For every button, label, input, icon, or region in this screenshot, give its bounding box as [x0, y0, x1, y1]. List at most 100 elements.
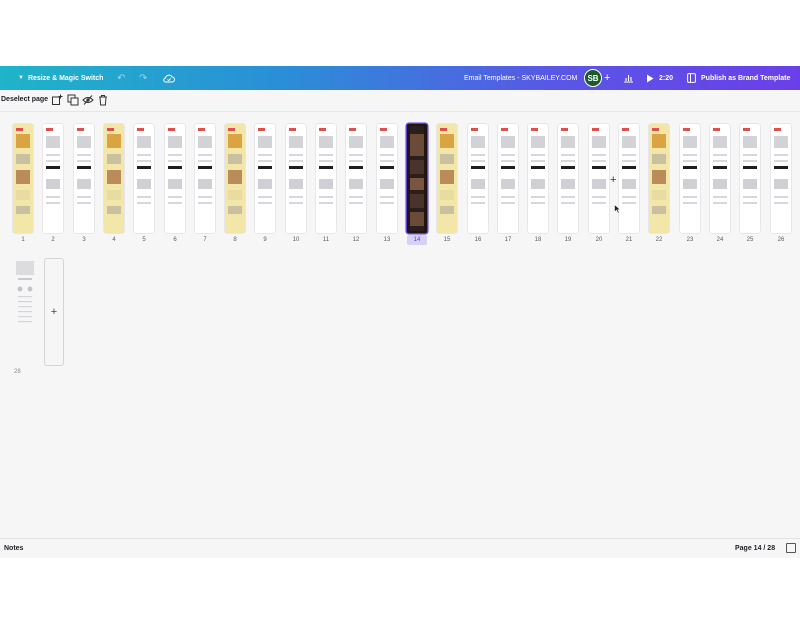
resize-magic-switch-button[interactable]: ▼ Resize & Magic Switch	[18, 66, 103, 90]
page-indicator[interactable]: Page 14 / 28	[735, 545, 776, 552]
thumbnail-content-block	[258, 179, 272, 189]
page-number: 21	[625, 237, 633, 243]
page-thumbnail-18[interactable]	[528, 124, 548, 233]
page-thumbnail-13[interactable]	[377, 124, 397, 233]
thumbnail-content-block	[561, 166, 575, 169]
trash-icon[interactable]	[97, 94, 109, 106]
page-thumbnail-19[interactable]	[558, 124, 578, 233]
present-time: 2:20	[659, 74, 674, 82]
publish-brand-template-button[interactable]: Publish as Brand Template	[687, 66, 790, 90]
thumbnail-content-block	[561, 160, 575, 162]
thumbnail-content-block	[198, 196, 212, 198]
top-bar: ▼ Resize & Magic Switch ↶ ↷ Email Templa…	[0, 66, 800, 90]
thumbnail-content-block	[16, 190, 30, 200]
undo-icon[interactable]: ↶	[117, 72, 126, 84]
present-button[interactable]: 2:20	[646, 66, 673, 90]
page-thumbnail-14[interactable]	[407, 124, 427, 233]
thumbnail-content-block	[107, 134, 121, 148]
thumbnail-content-block	[258, 136, 272, 148]
page-thumbnail-26[interactable]	[771, 124, 791, 233]
thumbnail-content-block	[46, 128, 53, 131]
thumbnail-content-block	[46, 154, 60, 156]
page-thumbnail-22[interactable]	[649, 124, 669, 233]
page-thumbnail-6[interactable]	[165, 124, 185, 233]
thumbnail-content-block	[774, 196, 788, 198]
thumbnail-content-block	[683, 166, 697, 169]
thumbnail-content-block	[774, 128, 781, 131]
thumbnail-content-block	[743, 196, 757, 198]
thumbnail-content-block	[561, 202, 575, 204]
page-thumbnail-21[interactable]	[619, 124, 639, 233]
thumbnail-content-block	[137, 154, 151, 156]
insert-page-plus[interactable]: +	[610, 174, 617, 186]
page-thumbnail-9[interactable]	[255, 124, 275, 233]
page-thumbnail-10[interactable]	[286, 124, 306, 233]
page-thumbnail-23[interactable]	[680, 124, 700, 233]
thumbnail-content-block	[319, 179, 333, 189]
page-thumbnail-20[interactable]	[589, 124, 609, 233]
page-thumbnail-12[interactable]	[346, 124, 366, 233]
page-thumbnail-1[interactable]	[13, 124, 33, 233]
thumbnail-content-block	[258, 154, 272, 156]
thumbnail-content-block	[713, 179, 727, 189]
page-thumbnail-16[interactable]	[468, 124, 488, 233]
page-thumbnail-24[interactable]	[710, 124, 730, 233]
thumbnail-content-block	[622, 166, 636, 169]
thumbnail-content-block	[168, 160, 182, 162]
page-thumbnail-3[interactable]	[74, 124, 94, 233]
thumbnail-content-block	[713, 128, 720, 131]
page-thumbnail-17[interactable]	[498, 124, 518, 233]
thumbnail-content-block	[410, 178, 424, 190]
thumbnail-content-block	[592, 154, 606, 156]
avatar[interactable]: SB	[584, 69, 602, 87]
thumbnail-content-block	[743, 166, 757, 169]
insights-icon[interactable]	[623, 66, 634, 90]
thumbnail-content-block	[471, 136, 485, 148]
add-page-button[interactable]: +	[44, 258, 64, 366]
redo-icon[interactable]: ↷	[139, 72, 148, 84]
page-number: 28	[14, 369, 21, 375]
publish-label: Publish as Brand Template	[701, 74, 791, 82]
thumbnail-content-block	[471, 128, 478, 131]
page-number: 5	[142, 237, 146, 243]
page-thumbnail-8[interactable]	[225, 124, 245, 233]
page-number: 10	[292, 237, 300, 243]
thumbnail-content-block	[107, 154, 121, 164]
thumbnail-content-block	[774, 160, 788, 162]
thumbnail-content-block	[77, 179, 91, 189]
deselect-page-button[interactable]: Deselect page	[1, 96, 49, 103]
thumbnail-content-block	[501, 196, 515, 198]
thumbnail-content-block	[198, 136, 212, 148]
cloud-saved-icon[interactable]	[163, 66, 175, 90]
thumbnail-content-block	[440, 128, 447, 131]
thumbnail-content-block	[713, 202, 727, 204]
document-title[interactable]: Email Templates - SKYBAILEY.COM	[464, 74, 578, 82]
page-thumbnail-7[interactable]	[195, 124, 215, 233]
hide-icon[interactable]	[82, 94, 94, 106]
page-thumbnail-27[interactable]	[14, 258, 36, 348]
page-number: 20	[595, 237, 603, 243]
thumbnail-content-block	[168, 196, 182, 198]
thumbnail-content-block	[592, 136, 606, 148]
add-collaborator-button[interactable]: +	[604, 72, 611, 84]
page-thumbnail-15[interactable]	[437, 124, 457, 233]
thumbnail-content-block	[531, 128, 538, 131]
thumbnail-content-block	[622, 160, 636, 162]
page-thumbnail-4[interactable]	[104, 124, 124, 233]
page-thumbnail-2[interactable]	[43, 124, 63, 233]
thumbnail-content-block	[16, 128, 23, 131]
add-page-icon[interactable]	[51, 94, 63, 106]
thumbnail-content-block	[107, 170, 121, 184]
duplicate-icon[interactable]	[67, 94, 79, 106]
chevron-down-icon: ▼	[18, 75, 24, 81]
play-icon	[647, 74, 654, 82]
thumbnail-content-block	[743, 160, 757, 162]
thumbnail-content-block	[349, 136, 363, 148]
fullscreen-icon[interactable]	[786, 543, 796, 553]
page-thumbnail-5[interactable]	[134, 124, 154, 233]
notes-button[interactable]: Notes	[4, 545, 24, 552]
resize-label: Resize & Magic Switch	[27, 74, 104, 82]
thumbnail-content-block	[289, 160, 303, 162]
page-thumbnail-25[interactable]	[740, 124, 760, 233]
page-thumbnail-11[interactable]	[316, 124, 336, 233]
